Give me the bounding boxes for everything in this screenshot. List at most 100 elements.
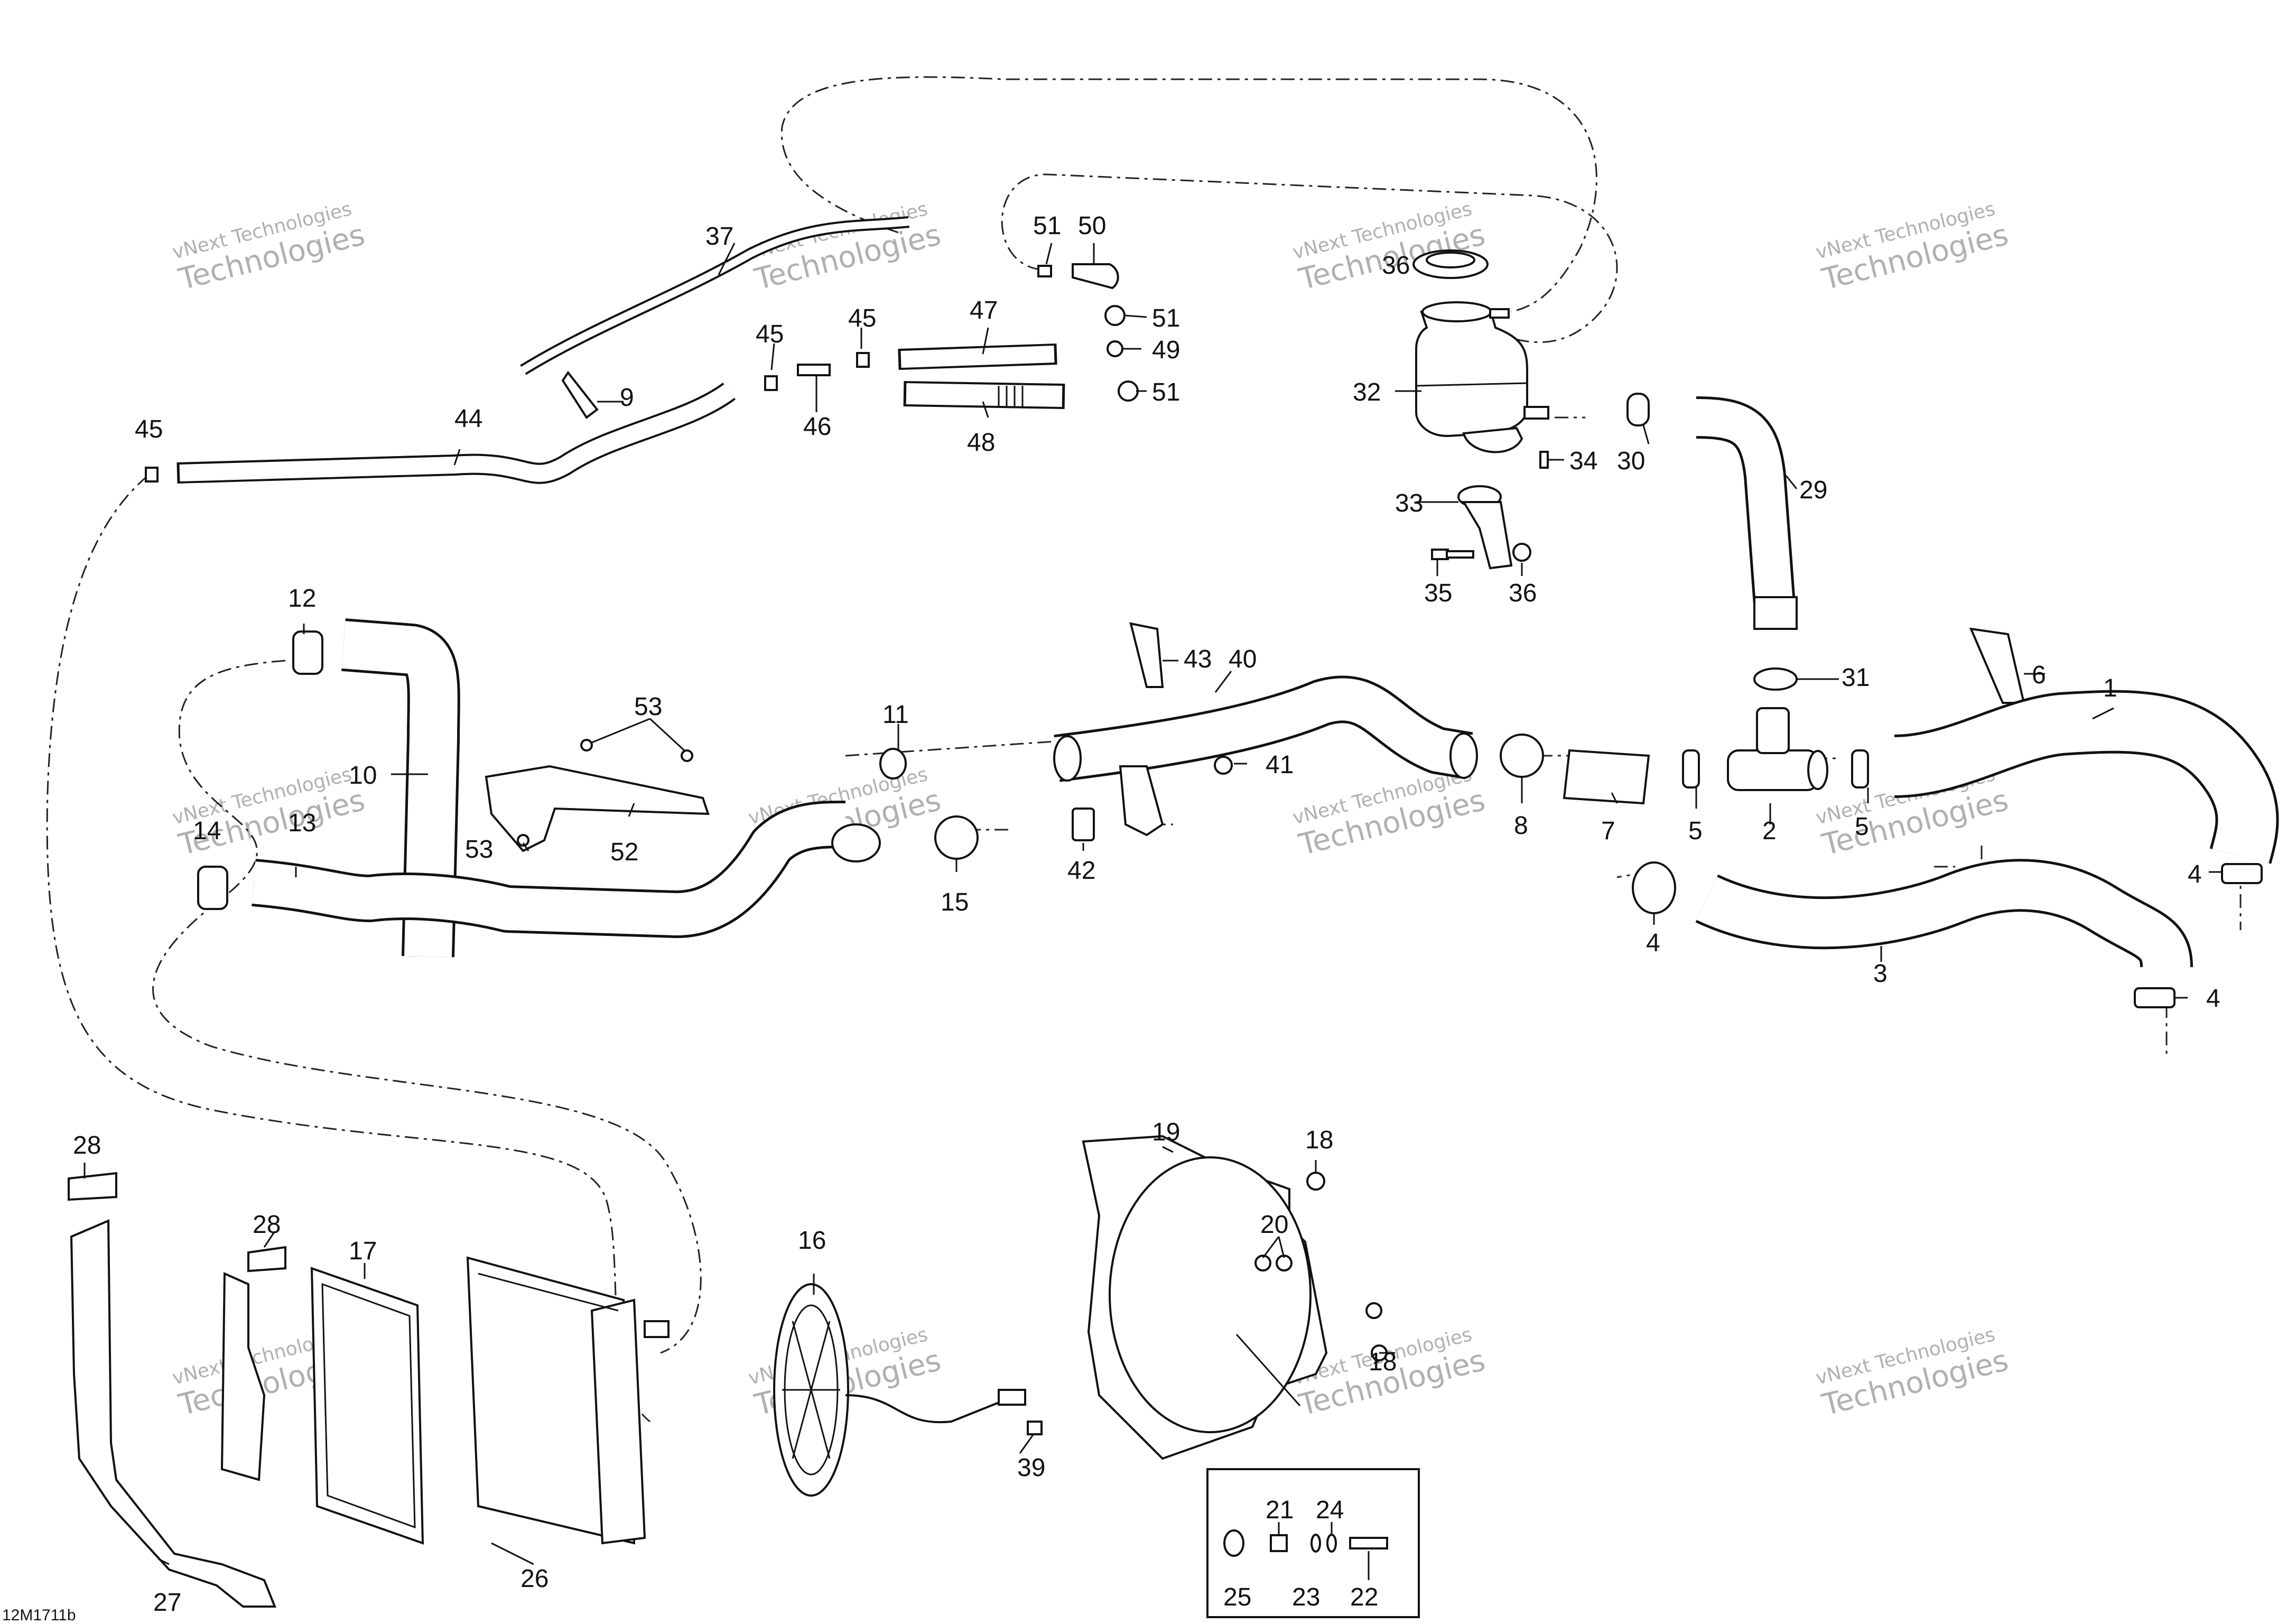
callout-48: 48 [967,429,995,457]
callout-36: 36 [1509,579,1537,607]
callout-45: 45 [135,415,163,443]
callout-45: 45 [756,320,784,348]
callout-1: 1 [2103,674,2117,702]
callout-18: 18 [1305,1126,1333,1154]
watermark: vNext Technologies Technologies [170,764,368,862]
callout-33: 33 [1395,489,1423,517]
clamp-51 [1118,381,1139,402]
callout-20: 20 [1260,1211,1288,1239]
clamp-15 [934,815,979,860]
connector-46 [797,364,831,376]
watermark: vNext Technologies Technologies [1814,198,2012,297]
nut-53 [681,749,693,762]
pipe-40 [1053,675,1478,837]
nut-53 [580,739,593,751]
hose-47 [898,344,1057,370]
callout-28: 28 [73,1131,101,1159]
clamp-51 [1037,265,1052,277]
callout-17: 17 [349,1237,377,1265]
callout-4: 4 [2206,985,2220,1013]
callout-51: 51 [1152,304,1180,332]
callout-22: 22 [1350,1583,1378,1611]
radiator-26 [466,1256,670,1545]
drawing-reference: 12M1711b [2,1607,76,1624]
callout-8: 8 [1514,812,1528,840]
clamp-45 [145,467,159,482]
clamp-51 [1104,305,1126,326]
watermark: vNext Technologies Technologies [1814,1324,2012,1423]
grommet-39 [1027,1421,1043,1435]
clamp-45 [764,375,778,391]
washer-41 [1214,756,1233,775]
clamp-11 [879,748,907,779]
clamp-30 [1626,393,1650,426]
shroud-19 [1082,1135,1328,1460]
hose-1 [1893,690,2279,864]
callout-4: 4 [2188,860,2202,888]
callout-23: 23 [1292,1583,1320,1611]
watermark: vNext Technologies Technologies [170,198,368,297]
hose-13 [252,801,881,938]
callout-51: 51 [1033,212,1061,240]
hose-44 [176,382,736,484]
callout-52: 52 [610,838,638,866]
elbow-50 [1072,263,1119,290]
callout-42: 42 [1067,857,1095,885]
callout-35: 35 [1424,579,1452,607]
callout-15: 15 [941,888,969,916]
callouts: 1 2 3 4 4 4 5 5 6 7 8 9 10 11 12 13 14 1… [73,212,2220,1617]
bracket-28 [68,1172,117,1201]
callout-11: 11 [882,701,909,729]
bolt-42 [1072,808,1095,841]
callout-12: 12 [288,584,316,613]
callout-37: 37 [705,222,733,250]
heat-shield-52 [485,765,710,852]
hose-10 [341,618,460,958]
pressure-cap [1412,249,1489,279]
panel-17 [310,1267,424,1545]
bracket-28 [247,1246,286,1273]
callout-34: 34 [1569,447,1597,475]
callout-18: 18 [1369,1348,1397,1376]
expansion-tank-32 [1415,301,1549,453]
tee-fitting-2 [1727,707,1828,791]
callout-2: 2 [1762,817,1777,845]
callout-28: 28 [253,1211,281,1239]
callout-46: 46 [803,413,831,441]
clip-43 [1129,622,1164,688]
tank-bracket-33 [1457,485,1513,570]
side-plate-27 [70,1219,276,1608]
hose-3 [1695,859,2193,969]
callout-45: 45 [848,304,876,332]
callout-14: 14 [193,817,221,845]
callout-21: 21 [1266,1496,1294,1524]
callout-24: 24 [1316,1496,1344,1524]
parts [68,216,2279,1618]
clamps-mid [1500,734,1869,788]
clamp-45 [856,352,870,368]
watermark: vNext Technologies Technologies [1290,198,1489,297]
hose-48 [903,381,1065,409]
sleeve-7 [1563,749,1650,805]
leader-lines [83,243,2222,1580]
clamp-14 [197,866,228,910]
callout-7: 7 [1601,817,1615,845]
callout-6: 6 [2032,661,2046,689]
callout-53: 53 [465,836,493,864]
callout-27: 27 [153,1589,181,1617]
nut-53 [517,834,529,847]
clamp-12 [292,630,323,675]
callout-13: 13 [288,809,316,837]
callout-36: 36 [1382,252,1410,280]
callout-5: 5 [1855,813,1869,841]
fan-16 [773,1283,1026,1497]
callout-43: 43 [1184,645,1212,673]
bolts-tank [1431,451,1549,562]
clamp-31 [1753,667,1798,691]
callout-4: 4 [1646,929,1660,957]
callout-41: 41 [1266,751,1294,779]
callout-19: 19 [1152,1118,1180,1146]
callout-39: 39 [1017,1454,1045,1482]
clip-9 [561,370,599,419]
